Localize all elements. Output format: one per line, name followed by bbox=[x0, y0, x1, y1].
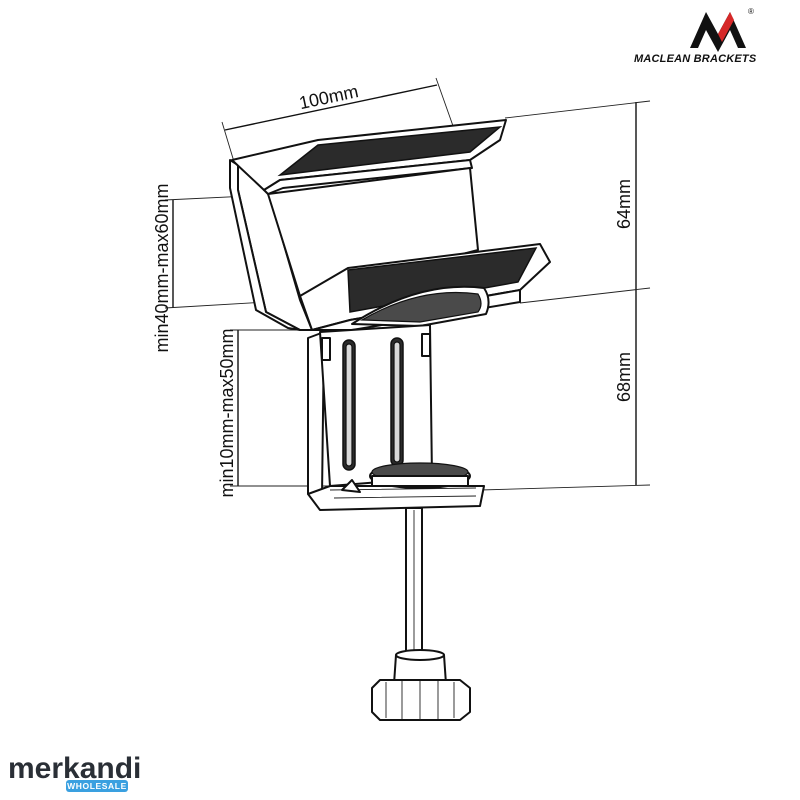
brand-name: MACLEAN BRACKETS bbox=[634, 53, 757, 65]
watermark-sub: WHOLESALE bbox=[67, 781, 127, 791]
slot-left-inner bbox=[345, 343, 353, 467]
dimension-bottom-height-label: 68mm bbox=[614, 352, 634, 402]
foot-notch bbox=[341, 479, 361, 493]
watermark-name: merkandi bbox=[8, 752, 141, 785]
lower-jaw-underside bbox=[347, 247, 538, 313]
dimension-upper-range: min40mm-max60mm bbox=[152, 183, 301, 353]
dimension-lower-range-label: min10mm-max50mm bbox=[217, 328, 237, 497]
dimension-top-height-label: 64mm bbox=[614, 179, 634, 229]
slot-right-inner bbox=[393, 341, 401, 463]
upper-jaw-underside bbox=[277, 126, 503, 177]
clamp-illustration bbox=[229, 119, 551, 721]
inner-panel bbox=[267, 167, 479, 297]
slot-cap-left bbox=[321, 337, 331, 361]
brand-logo-icon bbox=[690, 12, 746, 52]
brand-logo: ® MACLEAN BRACKETS bbox=[634, 7, 757, 65]
pressure-disc-side bbox=[371, 475, 469, 487]
mount-pad-inner bbox=[359, 291, 482, 323]
knob-grip-lines bbox=[385, 681, 455, 720]
dimension-top-height: 64mm bbox=[504, 100, 651, 304]
back-plate-side bbox=[229, 159, 301, 331]
dimension-bottom-height: 68mm bbox=[479, 290, 651, 491]
brand-logo-accent bbox=[718, 12, 734, 42]
adjustment-knob bbox=[371, 679, 471, 721]
slot-cap-right bbox=[421, 333, 431, 357]
dimension-upper-range-label: min40mm-max60mm bbox=[152, 183, 172, 352]
watermark-badge bbox=[66, 780, 128, 792]
clamp-frame-front bbox=[319, 324, 433, 487]
watermark: merkandi WHOLESALE bbox=[8, 752, 141, 792]
brand-registered-mark: ® bbox=[748, 7, 754, 16]
knob-collar-top bbox=[395, 649, 445, 661]
